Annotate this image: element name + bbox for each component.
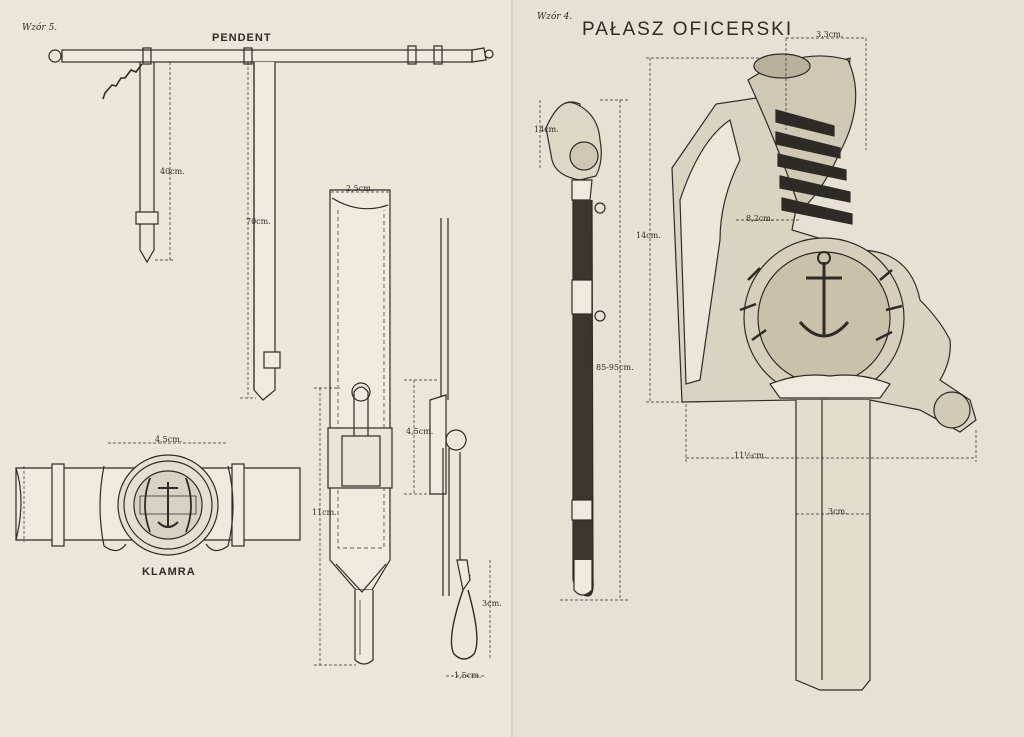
- right-pattern-label: Wzór 4.: [537, 12, 573, 22]
- dim-blade-width: 3cm.: [828, 507, 848, 516]
- overview-dimensions: [539, 99, 630, 601]
- dim-guard-top: 3,3cm.: [816, 30, 844, 39]
- dim-guard-inner: 8,2cm.: [746, 214, 774, 223]
- dim-strap-short: 40cm.: [160, 167, 185, 176]
- belt-buckle-assembly: [15, 454, 301, 556]
- dim-knot-length: 3cm.: [482, 599, 502, 608]
- short-strap: [135, 62, 159, 264]
- knot-dimensions: [446, 560, 491, 677]
- pendent-dimensions: [155, 62, 256, 399]
- buckle-dimensions: [23, 442, 228, 542]
- dim-frog-height: 11cm.: [312, 508, 337, 517]
- dim-hilt-height: 14cm.: [636, 231, 661, 240]
- dim-buckle-width: 4,5cm.: [155, 435, 183, 444]
- dim-guard-width: 11½cm.: [734, 451, 767, 460]
- dim-strap-long: 70cm.: [246, 217, 271, 226]
- sword-frog: [327, 189, 393, 665]
- left-pattern-label: Wzór 5.: [22, 23, 58, 33]
- sword-overview: [545, 101, 606, 597]
- hilt-dimensions: [646, 37, 977, 515]
- long-strap: [253, 62, 281, 401]
- pendent-belt: [48, 45, 494, 100]
- dim-total-length: 85-95cm.: [596, 363, 634, 372]
- frog-dimensions: [314, 191, 438, 666]
- klamra-title: KLAMRA: [142, 566, 196, 578]
- dim-frog-loop: 4,5cm.: [406, 427, 434, 436]
- dim-knot-width: 1,5cm.: [454, 671, 482, 680]
- pendent-title: PENDENT: [212, 32, 272, 44]
- dim-hilt-small: 14cm.: [534, 125, 559, 134]
- sword-knot: [429, 218, 478, 660]
- page-title: PAŁASZ OFICERSKI: [582, 19, 794, 40]
- dim-frog-width: 2,5cm.: [346, 184, 374, 193]
- sword-hilt-detail: [671, 53, 977, 691]
